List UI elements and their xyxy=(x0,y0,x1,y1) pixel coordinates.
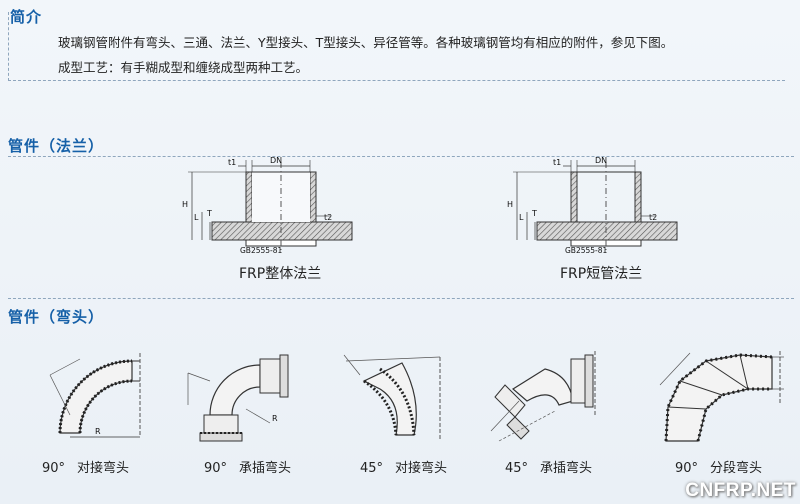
elbow-divider-top xyxy=(8,298,794,299)
watermark: CNFRP.NET xyxy=(685,480,796,501)
elbow-name: 承插弯头 xyxy=(540,461,593,476)
elbow-name: 承插弯头 xyxy=(239,461,292,476)
elbow-caption-2: 90° 承插弯头 xyxy=(204,457,291,476)
label-t1: t1 xyxy=(228,158,236,167)
dim-r: R xyxy=(95,427,101,436)
intro-box xyxy=(8,12,785,81)
dim-r: R xyxy=(272,414,278,423)
label-l: L xyxy=(519,213,524,222)
elbow-angle: 90° xyxy=(675,461,699,476)
label-h: H xyxy=(182,200,188,209)
label-t: T xyxy=(206,209,212,218)
elbow-angle: 45° xyxy=(360,461,384,476)
label-t2: t2 xyxy=(649,213,657,222)
intro-line-1: 玻璃钢管附件有弯头、三通、法兰、Y型接头、T型接头、异径管等。各种玻璃钢管均有相… xyxy=(58,35,674,50)
flange-integral-caption: FRP整体法兰 xyxy=(239,266,322,282)
label-h: H xyxy=(507,200,513,209)
elbow-angle: 90° xyxy=(42,461,66,476)
elbow-section-title: 管件（弯头） xyxy=(8,308,105,326)
elbow-45-butt-diagram xyxy=(343,354,441,441)
elbow-90-socket-diagram: R xyxy=(187,354,289,442)
elbow-name: 分段弯头 xyxy=(710,461,763,476)
elbow-name: 对接弯头 xyxy=(77,461,130,476)
elbow-angle: 90° xyxy=(204,461,228,476)
flange-integral-diagram: t1 DN H L T t2 GB2555-81 xyxy=(182,156,353,255)
label-dn: DN xyxy=(270,156,282,165)
label-standard: GB2555-81 xyxy=(240,246,283,255)
label-t2: t2 xyxy=(324,213,332,222)
label-dn: DN xyxy=(595,156,607,165)
intro-title: 简介 xyxy=(10,8,43,26)
label-t1: t1 xyxy=(553,158,561,167)
elbow-90-segmented-diagram xyxy=(659,351,784,442)
flange-section-title: 管件（法兰） xyxy=(8,137,105,155)
label-t: T xyxy=(531,209,537,218)
elbow-caption-3: 45° 对接弯头 xyxy=(360,457,447,476)
elbow-90-butt-diagram: R xyxy=(49,353,141,438)
flange-stub-diagram: t1 DN H L T t2 GB2555-81 xyxy=(507,156,678,255)
elbow-caption-5: 90° 分段弯头 xyxy=(675,457,762,476)
flange-divider xyxy=(8,156,794,157)
elbow-name: 对接弯头 xyxy=(395,461,448,476)
flange-stub-caption: FRP短管法兰 xyxy=(560,266,643,282)
label-standard: GB2555-81 xyxy=(565,246,608,255)
elbow-45-socket-diagram xyxy=(490,351,596,442)
intro-line-2: 成型工艺：有手糊成型和缠绕成型两种工艺。 xyxy=(58,60,309,75)
label-l: L xyxy=(194,213,199,222)
elbow-angle: 45° xyxy=(505,461,529,476)
elbow-caption-4: 45° 承插弯头 xyxy=(505,457,592,476)
elbow-caption-1: 90° 对接弯头 xyxy=(42,457,129,476)
